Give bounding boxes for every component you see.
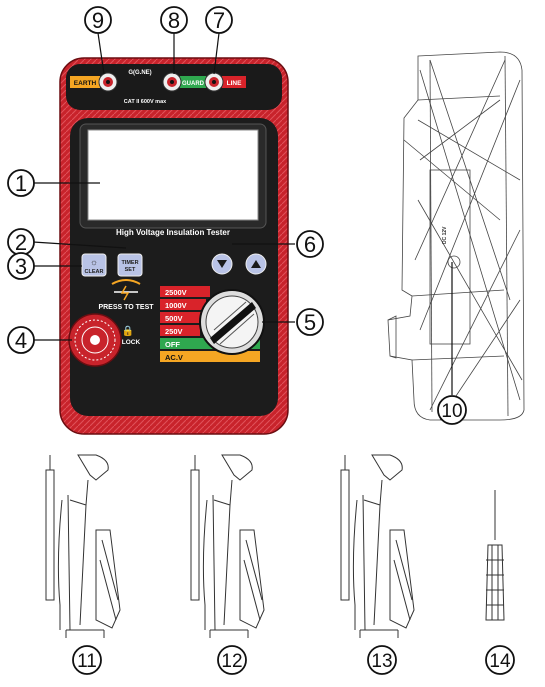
rating-note: CAT II 600V max: [124, 99, 167, 105]
guard-label-bg: [180, 76, 206, 88]
timer-set-button[interactable]: TIMER SET: [117, 253, 143, 277]
tester-front-view: EARTH GUARD LINE G(G.NE) CAT II 600V max…: [59, 57, 289, 435]
callout-1: 1: [15, 171, 27, 196]
callout-3: 3: [15, 254, 27, 279]
callout-circle-7: [205, 6, 233, 34]
guard-jack[interactable]: [162, 72, 182, 92]
earth-label: EARTH: [74, 80, 97, 87]
callout-circle-6: [296, 230, 324, 258]
leader-lines: [32, 32, 453, 395]
callout-8: 8: [168, 8, 180, 33]
callout-numbers: 9 8 7 1 2 3 4 5 6 10 11 12 13 14: [15, 8, 511, 672]
range-bar-2500v: [160, 286, 210, 297]
range-acv: AC.V: [165, 353, 183, 362]
range-bar-250v: [160, 325, 200, 336]
callout-9: 9: [92, 8, 104, 33]
lcd-screen: [87, 129, 259, 221]
range-500v: 500V: [165, 314, 183, 323]
press-to-test-label: PRESS TO TEST: [98, 304, 154, 311]
callout-circle-14: [485, 645, 515, 675]
range-1000v: 1000V: [165, 301, 187, 310]
callout-7: 7: [213, 8, 225, 33]
dc-input-label: DC 12V: [442, 226, 448, 244]
up-button[interactable]: [245, 253, 267, 275]
screwdriver: [485, 490, 505, 621]
down-arrow-icon: [217, 260, 227, 268]
callout-13: 13: [371, 651, 392, 672]
range-bar-1000v: [160, 299, 206, 310]
callout-11: 11: [77, 651, 97, 672]
line-label: LINE: [227, 80, 242, 87]
line-label-bg: [222, 76, 246, 88]
sun-icon: ☼: [90, 257, 98, 267]
lock-label: LOCK: [122, 339, 141, 346]
callout-markers: [7, 6, 515, 675]
callout-circle-12: [217, 645, 247, 675]
range-off: OFF: [165, 340, 180, 349]
up-arrow-icon: [251, 260, 261, 268]
callout-circle-5: [296, 308, 324, 336]
test-lead-set-11: [45, 454, 121, 638]
callout-circle-1: [7, 169, 35, 197]
earth-label-bg: [70, 76, 100, 88]
callout-5: 5: [304, 310, 316, 335]
timer-label-2: SET: [125, 267, 136, 273]
earth-jack[interactable]: [98, 72, 118, 92]
callout-2: 2: [15, 230, 27, 255]
clear-label: CLEAR: [85, 269, 104, 275]
tester-side-view: [387, 51, 525, 421]
callout-circle-11: [72, 645, 102, 675]
lock-icon: 🔒: [122, 325, 134, 337]
callout-4: 4: [15, 328, 27, 353]
timer-label-1: TIMER: [121, 260, 138, 266]
line-jack[interactable]: [204, 72, 224, 92]
callout-circle-8: [160, 6, 188, 34]
test-button[interactable]: [68, 313, 122, 367]
callout-circle-4: [7, 326, 35, 354]
accessories: [45, 454, 505, 638]
callout-circle-13: [367, 645, 397, 675]
callout-14: 14: [489, 651, 511, 672]
range-2500v: 2500V: [165, 288, 187, 297]
callout-circle-10: [437, 395, 467, 425]
range-selector-dial[interactable]: [199, 289, 265, 355]
test-lead-set-12: [190, 454, 265, 638]
range-250v: 250V: [165, 327, 183, 336]
test-lead-set-13: [340, 454, 415, 638]
screen-caption: High Voltage Insulation Tester: [116, 228, 230, 237]
callout-6: 6: [304, 232, 316, 257]
high-voltage-icon: [111, 279, 141, 301]
callout-circle-9: [84, 6, 112, 34]
range-bar-500v: [160, 312, 202, 323]
range-bar-acv: [160, 351, 260, 362]
callout-10: 10: [441, 401, 462, 422]
callout-12: 12: [221, 651, 242, 672]
clear-button[interactable]: ☼ CLEAR: [81, 253, 107, 277]
guard-label: GUARD: [182, 81, 205, 87]
down-button[interactable]: [211, 253, 233, 275]
callout-circle-3: [7, 252, 35, 280]
terminal-top-note: G(G.NE): [128, 70, 151, 76]
